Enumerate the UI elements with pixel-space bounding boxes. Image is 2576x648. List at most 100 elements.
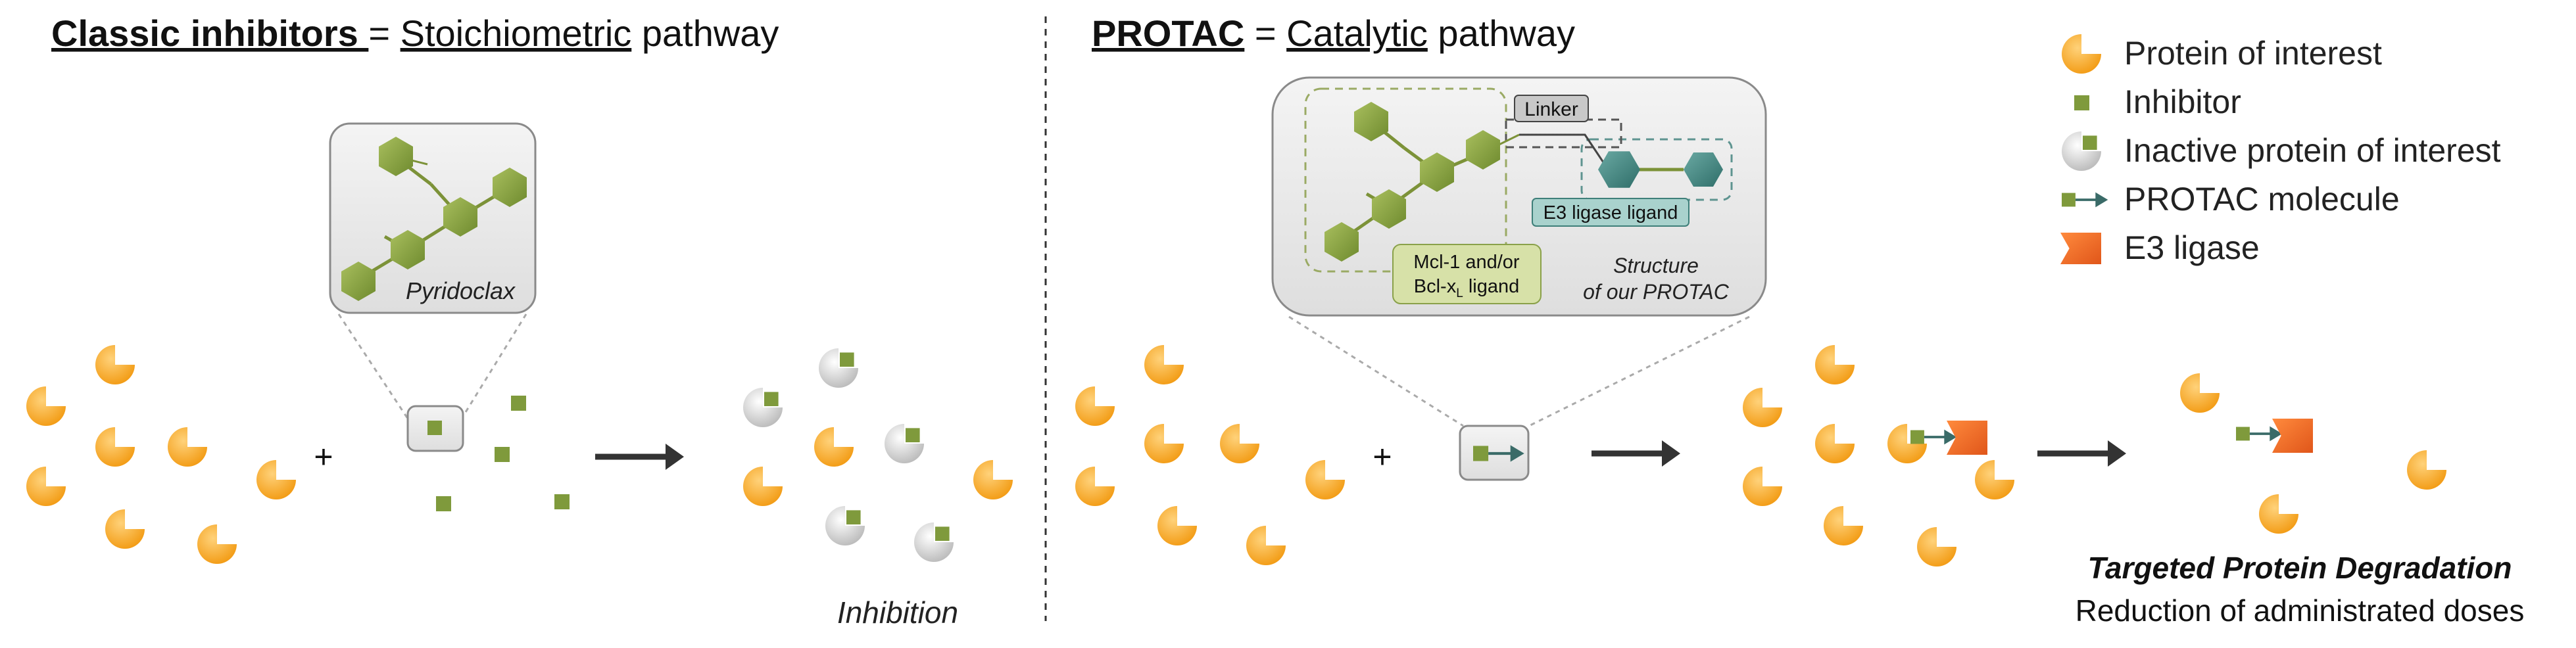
inactive-protein-icon <box>2083 135 2097 150</box>
inactive-protein <box>885 424 924 463</box>
linker-tag <box>1514 95 1589 122</box>
inhibition-label: Inhibition <box>837 595 958 630</box>
protac-molecule <box>1473 445 1524 462</box>
inactive-protein <box>819 348 858 388</box>
protein-of-interest <box>973 460 1013 499</box>
inhibitor-molecule <box>495 447 510 462</box>
protein-of-interest <box>197 524 237 564</box>
ring <box>379 137 413 176</box>
protein-of-interest <box>95 427 135 467</box>
protac-inhibitor-end <box>2062 193 2076 207</box>
legend-item: Inactive protein of interest <box>2062 131 2501 171</box>
protein-of-interest <box>1075 467 1115 506</box>
protein-of-interest <box>2407 450 2446 490</box>
doses-label: Reduction of administrated doses <box>2076 593 2525 628</box>
legend-label: Protein of interest <box>2124 35 2382 72</box>
protein-of-interest <box>1305 460 1345 499</box>
e3-ligand-ring <box>1684 152 1723 187</box>
mcl-ligand-label-1: Mcl-1 and/or <box>1413 252 1520 273</box>
protein-of-interest <box>1144 424 1184 463</box>
legend-item: Protein of interest <box>2062 34 2382 74</box>
protein-of-interest <box>256 460 296 499</box>
protac-e3-end <box>1510 445 1524 462</box>
mcl-ligand-tag <box>1392 244 1542 304</box>
ring <box>493 168 527 207</box>
inhibitor-icon <box>2074 95 2089 110</box>
left-title: Classic inhibitors = Stoichiometric path… <box>51 12 779 54</box>
protein-of-interest <box>1157 506 1197 545</box>
mcl-ligand-label-2: Bcl-xL ligand <box>1414 276 1520 300</box>
legend-item: E3 ligase <box>2060 229 2260 266</box>
protein-of-interest <box>26 467 66 506</box>
protac-callout: Linker E3 ligase ligand Mcl-1 and/or Bcl… <box>1271 76 1767 427</box>
protein-of-interest <box>95 345 135 384</box>
e3-ligand-label: E3 ligase ligand <box>1543 202 1678 223</box>
ring <box>1466 130 1500 170</box>
ring <box>443 197 477 237</box>
ring <box>1354 102 1388 141</box>
left-plus: + <box>314 438 333 475</box>
protein-of-interest <box>743 467 783 506</box>
e3-ligase-icon <box>2060 233 2101 264</box>
protein-of-interest <box>26 386 66 426</box>
right-plus: + <box>1373 438 1392 475</box>
legend-label: E3 ligase <box>2124 229 2260 266</box>
protein-of-interest <box>1075 386 1115 426</box>
ring <box>1420 152 1454 192</box>
legend-item: PROTAC molecule <box>2062 181 2400 218</box>
ring <box>1324 222 1359 262</box>
protac-e3-end <box>1944 429 1957 445</box>
inactive-protein <box>2062 131 2101 171</box>
protein-icon <box>2062 34 2101 74</box>
inhibitor-molecule <box>436 496 451 511</box>
protein-of-interest <box>1220 424 1259 463</box>
e3-ligand-ring <box>1598 151 1640 188</box>
inhibitor-molecule <box>554 494 570 509</box>
protac-inhibitor-end <box>1473 446 1489 461</box>
ring <box>1372 189 1406 229</box>
protein-of-interest <box>2259 494 2298 534</box>
structure-label-2: of our PROTAC <box>1583 280 1730 304</box>
linker-chain <box>1519 133 1606 165</box>
right-reaction-arrow-2 <box>2037 440 2126 467</box>
bound-inhibitor <box>840 352 854 367</box>
right-reaction-arrow-1 <box>1592 440 1680 467</box>
bound-inhibitor <box>846 510 861 524</box>
protein-of-interest <box>814 427 854 467</box>
inhibitor-molecule <box>511 396 526 411</box>
protein-of-interest <box>1975 460 2014 499</box>
legend-label: PROTAC molecule <box>2124 181 2400 218</box>
legend-item: Inhibitor <box>2074 83 2241 120</box>
protein-of-interest <box>1824 506 1863 545</box>
scattered-molecules <box>26 345 2446 567</box>
degradation-label: Targeted Protein Degradation <box>2088 551 2512 585</box>
ring <box>341 262 376 301</box>
legend-label: Inhibitor <box>2124 83 2241 120</box>
protein-of-interest <box>1743 388 1782 427</box>
bound-inhibitor <box>935 526 950 541</box>
legend-label: Inactive protein of interest <box>2124 132 2501 169</box>
protac-icon <box>2095 192 2108 208</box>
protein-of-interest <box>2180 373 2220 413</box>
protein-of-interest <box>1815 424 1855 463</box>
protac-structure <box>1324 102 1723 262</box>
protein-of-interest <box>105 509 145 549</box>
protac-e3-end <box>2270 426 2283 442</box>
inactive-protein <box>825 506 865 545</box>
e3-ligase <box>1947 421 1987 455</box>
ring <box>391 230 425 269</box>
protein-of-interest <box>1144 345 1184 384</box>
inactive-protein <box>743 388 783 427</box>
protein-of-interest <box>1917 527 1956 567</box>
protein-of-interest <box>1815 345 1855 384</box>
left-reaction-arrow <box>595 444 684 470</box>
pyridoclax-callout: Pyridoclax <box>329 122 537 421</box>
e3-ligand-tag <box>1532 198 1689 227</box>
pyridoclax-label: Pyridoclax <box>406 277 516 304</box>
inhibitor-square <box>427 421 442 435</box>
structure-label-1: Structure <box>1613 254 1699 277</box>
protac-inhibitor-end <box>1910 430 1924 444</box>
inactive-protein <box>914 522 954 562</box>
protein-of-interest <box>1887 424 1927 463</box>
